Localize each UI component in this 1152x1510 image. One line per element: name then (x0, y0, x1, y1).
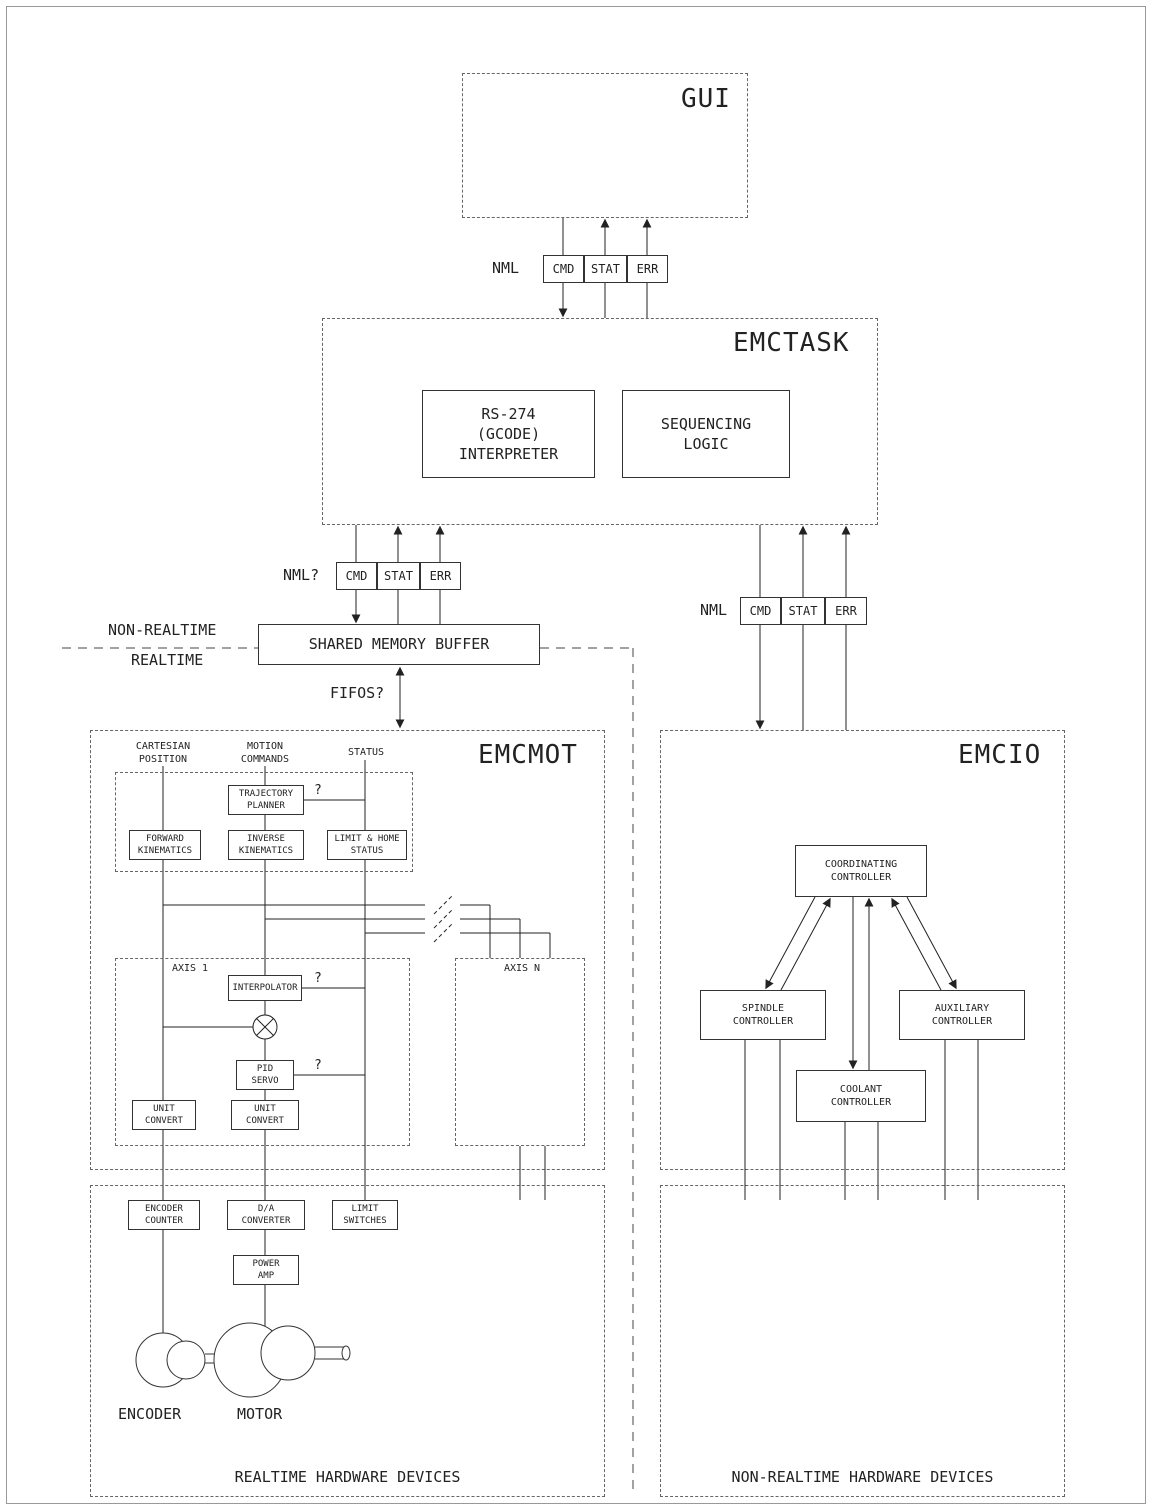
nml-gui-cmd-box: CMD (543, 255, 584, 283)
cartesian-position-label: CARTESIAN POSITION (135, 741, 191, 765)
axis-continuation-marks (433, 895, 453, 943)
nml-mot-err-box: ERR (420, 562, 461, 590)
realtime-boundary-line (62, 647, 634, 1496)
nml-io-cmd-box: CMD (740, 597, 781, 625)
encoder-counter-box: ENCODER COUNTER (128, 1200, 200, 1230)
fifos-label: FIFOS? (330, 684, 385, 702)
motor-label: MOTOR (237, 1405, 283, 1423)
emcmot-signal-lines (162, 760, 551, 1336)
forward-kinematics-box: FORWARD KINEMATICS (129, 830, 201, 860)
nml-mot-label: NML? (283, 566, 320, 584)
nml-mot-stat-box: STAT (377, 562, 420, 590)
limit-home-status-box: LIMIT & HOME STATUS (327, 830, 407, 860)
emctask-title: EMCTASK (733, 328, 850, 358)
power-amp-box: POWER AMP (233, 1255, 299, 1285)
nml-channel-lines (351, 218, 851, 730)
realtime-hardware-title: REALTIME HARDWARE DEVICES (234, 1468, 461, 1486)
axis1-box (115, 958, 410, 1146)
nml-gui-err-box: ERR (627, 255, 668, 283)
nml-gui-stat-box: STAT (584, 255, 627, 283)
realtime-label: REALTIME (131, 651, 204, 669)
realtime-hardware-box (90, 1185, 605, 1497)
auxiliary-controller-box: AUXILIARY CONTROLLER (899, 990, 1025, 1040)
emcmot-title: EMCMOT (478, 740, 578, 770)
nonrealtime-hardware-box (660, 1185, 1065, 1497)
emcio-title: EMCIO (958, 740, 1042, 770)
trajectory-question-mark: ? (314, 783, 322, 798)
emcmot-box (90, 730, 605, 1170)
nml-gui-label: NML (492, 259, 520, 277)
encoder-motor-drawing (135, 1322, 351, 1398)
motion-commands-label: MOTION COMMANDS (240, 741, 290, 765)
nonrealtime-hardware-title: NON-REALTIME HARDWARE DEVICES (731, 1468, 994, 1486)
emcio-signal-lines (744, 896, 979, 1200)
inverse-kinematics-box: INVERSE KINEMATICS (228, 830, 304, 860)
emctask-box (322, 318, 878, 525)
axis1-label: AXIS 1 (171, 963, 209, 974)
spindle-controller-box: SPINDLE CONTROLLER (700, 990, 826, 1040)
page-border (6, 6, 1146, 1504)
status-label: STATUS (347, 747, 385, 758)
nml-io-err-box: ERR (825, 597, 867, 625)
da-converter-box: D/A CONVERTER (227, 1200, 305, 1230)
gcode-interpreter-box: RS-274 (GCODE) INTERPRETER (422, 390, 595, 478)
unit-convert-feedback-box: UNIT CONVERT (132, 1100, 196, 1130)
nml-mot-cmd-box: CMD (336, 562, 377, 590)
unit-convert-output-box: UNIT CONVERT (231, 1100, 299, 1130)
limit-switches-box: LIMIT SWITCHES (332, 1200, 398, 1230)
axisn-label: AXIS N (503, 963, 541, 974)
nml-io-label: NML (700, 601, 728, 619)
sequencing-logic-box: SEQUENCING LOGIC (622, 390, 790, 478)
axisn-box (455, 958, 585, 1146)
kinematics-group-box (115, 772, 413, 872)
interpolator-question-mark: ? (314, 971, 322, 986)
gui-title: GUI (681, 84, 731, 114)
coolant-controller-box: COOLANT CONTROLLER (796, 1070, 926, 1122)
interpolator-box: INTERPOLATOR (228, 975, 302, 1001)
summing-junction-icon (252, 1014, 278, 1040)
shared-memory-buffer-box: SHARED MEMORY BUFFER (258, 624, 540, 665)
emcio-box (660, 730, 1065, 1170)
gui-box (462, 73, 748, 218)
trajectory-planner-box: TRAJECTORY PLANNER (228, 785, 304, 815)
encoder-label: ENCODER (118, 1405, 182, 1423)
nml-io-stat-box: STAT (781, 597, 825, 625)
non-realtime-label: NON-REALTIME (108, 621, 217, 639)
pid-servo-box: PID SERVO (236, 1060, 294, 1090)
pid-question-mark: ? (314, 1058, 322, 1073)
coordinating-controller-box: COORDINATING CONTROLLER (795, 845, 927, 897)
